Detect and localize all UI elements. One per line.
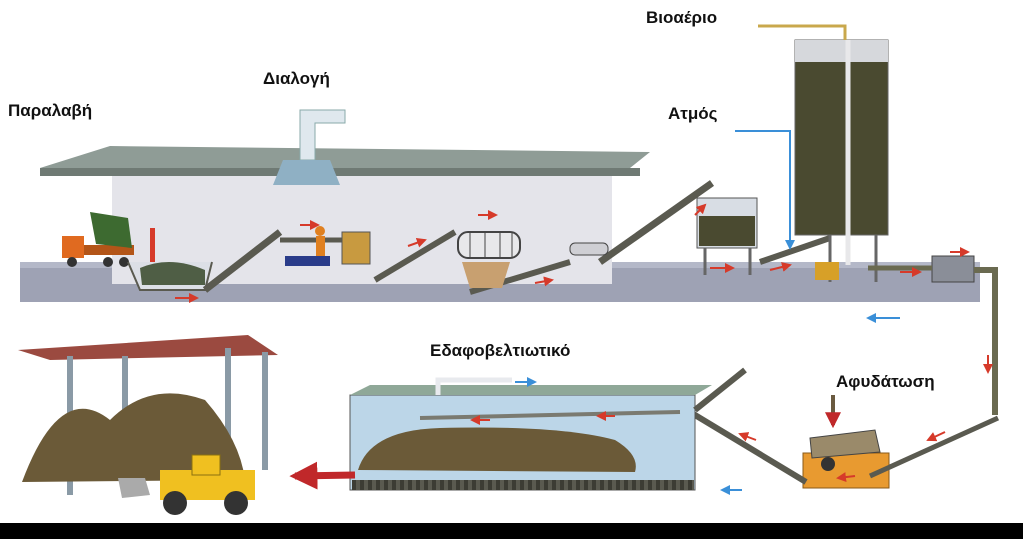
label-steam: Ατμός <box>668 104 718 123</box>
label-sorting: Διαλογή <box>263 69 330 88</box>
output-arrow <box>289 461 356 490</box>
composting-tunnel <box>349 367 747 491</box>
label-dewatering: Αφυδάτωση <box>836 372 935 391</box>
trommel-screen <box>457 231 609 288</box>
material-flow-arrows <box>175 203 993 483</box>
label-soil-conditioner: Εδαφοβελτιωτικό <box>430 341 571 360</box>
water-flow-arrows <box>515 130 900 495</box>
front-loader <box>118 454 255 515</box>
dump-truck <box>62 212 134 267</box>
reception-pit <box>127 228 213 291</box>
bottom-bar <box>0 523 1023 539</box>
label-reception: Παραλαβή <box>8 101 93 120</box>
ventilation-duct <box>273 109 346 185</box>
label-biogas: Βιοαέριο <box>646 8 718 27</box>
digester-tower <box>758 24 889 282</box>
dewatering-press <box>688 395 1000 489</box>
screw-separator <box>868 255 998 415</box>
storage-shed <box>18 335 278 495</box>
hydrolysis-tank <box>696 197 758 275</box>
